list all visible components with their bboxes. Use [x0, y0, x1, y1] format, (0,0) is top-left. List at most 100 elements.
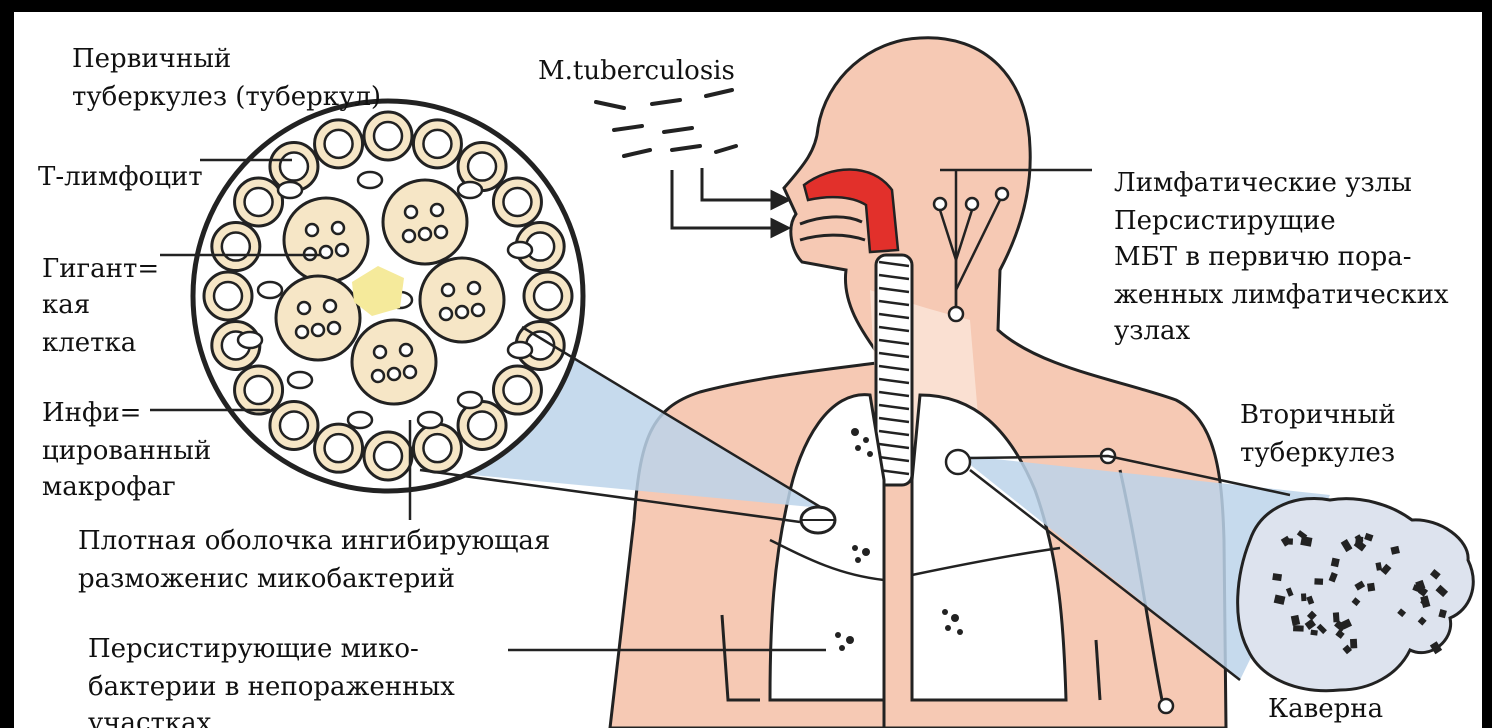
giant-cell-nucleus [400, 344, 412, 356]
lesion-dot [942, 609, 948, 615]
label-lymph-line1: Лимфатические узлы [1114, 166, 1412, 200]
granuloma-cell-nucleus [325, 434, 353, 462]
primary-focus [801, 507, 835, 533]
lymphocyte-cell [508, 242, 532, 258]
label-lymph-line3: МБТ в первичю пора- [1114, 240, 1412, 274]
giant-cell-nucleus [298, 302, 310, 314]
bacterium-dash [614, 126, 642, 130]
label-giant-cell-line3: клетка [42, 326, 136, 360]
label-cavern: Каверна [1268, 692, 1383, 726]
lesion-dot [862, 548, 870, 556]
granuloma-cell-nucleus [503, 376, 531, 404]
granuloma-cell-nucleus [245, 188, 273, 216]
label-giant-cell-line1: Гигант= [42, 252, 159, 286]
lymph-node [934, 198, 946, 210]
lymphocyte-cell [458, 392, 482, 408]
lesion-dot [855, 445, 861, 451]
lower-node [1159, 699, 1173, 713]
cavern-bacterium [1293, 625, 1304, 631]
lesion-dot [846, 636, 854, 644]
bacterium-dash [716, 146, 736, 152]
trachea [876, 255, 912, 485]
cavern [1238, 498, 1474, 690]
giant-cell-nucleus [403, 230, 415, 242]
label-primary-tb-line2: туберкулез (туберкул) [72, 80, 381, 114]
bacterium-dash [706, 90, 732, 96]
lymphocyte-cell [348, 412, 372, 428]
label-lymph-line5: узлах [1114, 314, 1190, 348]
giant-cell-nucleus [404, 366, 416, 378]
lesion-dot [851, 428, 859, 436]
label-persisting-line3: участках [88, 706, 211, 728]
diagram-artwork [14, 12, 1482, 728]
giant-cell [383, 180, 467, 264]
giant-cell-nucleus [324, 300, 336, 312]
lymphocyte-cell [258, 282, 282, 298]
giant-cell [420, 258, 504, 342]
lymph-node [966, 198, 978, 210]
giant-cell [276, 276, 360, 360]
label-lymph-line2: Персистирущие [1114, 204, 1336, 238]
giant-cell-nucleus [440, 308, 452, 320]
label-m-tuberculosis: M.tuberculosis [538, 54, 735, 88]
giant-cell-nucleus [296, 326, 308, 338]
arrow-to-nose [702, 168, 772, 200]
label-infected-line2: цированный [42, 434, 211, 468]
bacterium-dash [624, 150, 650, 156]
giant-cell-nucleus [372, 370, 384, 382]
cavern-bacterium [1272, 573, 1282, 581]
granuloma-cell-nucleus [468, 411, 496, 439]
cavern-bacterium [1350, 639, 1357, 649]
lesion-dot [863, 437, 869, 443]
cavern-bacterium [1367, 583, 1375, 592]
lymphocyte-cell [278, 182, 302, 198]
giant-cell-nucleus [320, 246, 332, 258]
label-secondary-line1: Вторичный [1240, 398, 1396, 432]
lesion-dot [852, 545, 858, 551]
cavern-bacterium [1310, 630, 1317, 636]
label-t-lymphocyte: Т-лимфоцит [38, 160, 203, 194]
granuloma-cell-nucleus [280, 153, 308, 181]
lesion-dot [835, 632, 841, 638]
giant-cell-nucleus [306, 224, 318, 236]
giant-cell-nucleus [468, 282, 480, 294]
label-dense-capsule-line1: Плотная оболочка ингибирующая [78, 524, 550, 558]
lesion-dot [839, 645, 845, 651]
giant-cell-nucleus [456, 306, 468, 318]
granuloma-cell-nucleus [245, 376, 273, 404]
diagram-canvas: Первичный туберкулез (туберкул) M.tuberc… [14, 12, 1482, 728]
lesion-dot [867, 451, 873, 457]
label-primary-tb-line1: Первичный [72, 42, 231, 76]
cavern-bacterium [1301, 593, 1307, 601]
granuloma-cell-nucleus [534, 282, 562, 310]
giant-cell-nucleus [332, 222, 344, 234]
bacterium-dash [596, 102, 624, 108]
cavern-outline [1238, 498, 1474, 690]
granuloma-cell-nucleus [280, 411, 308, 439]
lesion-dot [957, 629, 963, 635]
giant-cell-nucleus [435, 226, 447, 238]
lesion-dot [855, 557, 861, 563]
lymphocyte-cell [238, 332, 262, 348]
granuloma-cell-nucleus [374, 442, 402, 470]
bacterium-dash [652, 100, 680, 104]
giant-cell [352, 320, 436, 404]
inhalation-arrows [672, 168, 788, 236]
cavern-bacterium [1286, 538, 1293, 545]
giant-cell-nucleus [336, 244, 348, 256]
label-persisting-line2: бактерии в непораженных [88, 670, 455, 704]
granuloma-cell-nucleus [325, 130, 353, 158]
giant-cell [284, 198, 368, 282]
lymphocyte-cell [458, 182, 482, 198]
bacterium-dash [664, 128, 692, 132]
giant-cell-nucleus [312, 324, 324, 336]
lesion-dot [945, 625, 951, 631]
label-infected-line3: макрофаг [42, 470, 176, 504]
lymph-node [996, 188, 1008, 200]
granuloma-cell-nucleus [222, 233, 250, 261]
cavern-bacterium [1314, 578, 1323, 585]
lymphocyte-cell [358, 172, 382, 188]
lymphocyte-cell [288, 372, 312, 388]
granuloma-cell-nucleus [214, 282, 242, 310]
